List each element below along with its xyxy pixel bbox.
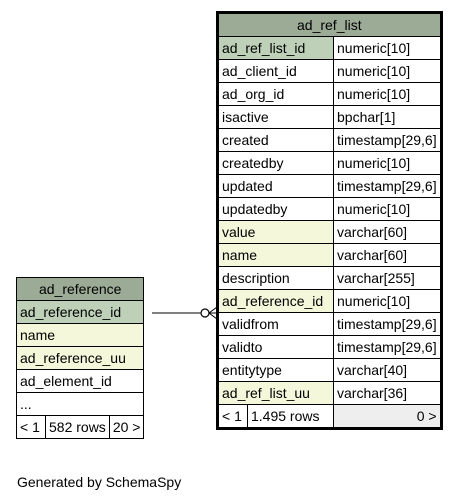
- column-type: varchar[60]: [333, 220, 442, 244]
- column-name[interactable]: ad_client_id: [217, 59, 334, 83]
- column-type: varchar[40]: [333, 358, 442, 382]
- column-type: bpchar[1]: [333, 105, 442, 129]
- column-name[interactable]: createdby: [217, 151, 334, 175]
- table-row: name: [15, 323, 145, 347]
- column-type: timestamp[29,6]: [333, 312, 442, 336]
- column-name[interactable]: ad_reference_id: [15, 300, 145, 324]
- table-row: ...: [15, 392, 145, 416]
- column-type: timestamp[29,6]: [333, 335, 442, 359]
- table-title-ad-ref-list[interactable]: ad_ref_list: [217, 12, 442, 37]
- column-type: timestamp[29,6]: [333, 128, 442, 152]
- column-name[interactable]: name: [15, 323, 145, 347]
- column-type: numeric[10]: [333, 36, 442, 60]
- column-type: numeric[10]: [333, 59, 442, 83]
- column-name[interactable]: name: [217, 243, 334, 267]
- column-type: numeric[10]: [333, 82, 442, 106]
- column-name[interactable]: ad_ref_list_id: [217, 36, 334, 60]
- column-name[interactable]: ad_reference_id: [217, 289, 334, 313]
- table-footer-children[interactable]: 0 >: [333, 404, 442, 429]
- table-footer-parents[interactable]: < 1: [217, 404, 248, 429]
- table-footer-rowcount: 1.495 rows: [247, 404, 334, 429]
- generator-credit: Generated by SchemaSpy: [17, 474, 182, 490]
- column-name[interactable]: ...: [15, 392, 145, 416]
- optional-marker: [200, 308, 210, 318]
- column-name[interactable]: ad_org_id: [217, 82, 334, 106]
- column-type: varchar[60]: [333, 243, 442, 267]
- table-footer-rowcount: 582 rows: [45, 415, 110, 439]
- table-row: ad_element_id: [15, 369, 145, 393]
- table-row: ad_reference_id: [15, 300, 145, 324]
- column-name[interactable]: entitytype: [217, 358, 334, 382]
- column-type: varchar[255]: [333, 266, 442, 290]
- table-footer-children[interactable]: 20 >: [108, 415, 145, 439]
- column-type: varchar[36]: [333, 381, 442, 405]
- column-name[interactable]: ad_element_id: [15, 369, 145, 393]
- column-name[interactable]: ad_reference_uu: [15, 346, 145, 370]
- column-type: timestamp[29,6]: [333, 174, 442, 198]
- table-title-ad-reference[interactable]: ad_reference: [15, 277, 145, 301]
- table-row: ad_reference_uu: [15, 346, 145, 370]
- column-type: numeric[10]: [333, 197, 442, 221]
- table-footer-parents[interactable]: < 1: [16, 415, 46, 439]
- column-name[interactable]: validfrom: [217, 312, 334, 336]
- column-name[interactable]: isactive: [217, 105, 334, 129]
- column-type: numeric[10]: [333, 289, 442, 313]
- column-type: numeric[10]: [333, 151, 442, 175]
- column-name[interactable]: created: [217, 128, 334, 152]
- column-name[interactable]: updatedby: [217, 197, 334, 221]
- column-name[interactable]: updated: [217, 174, 334, 198]
- column-name[interactable]: ad_ref_list_uu: [217, 381, 334, 405]
- column-name[interactable]: validto: [217, 335, 334, 359]
- column-name[interactable]: description: [217, 266, 334, 290]
- column-name[interactable]: value: [217, 220, 334, 244]
